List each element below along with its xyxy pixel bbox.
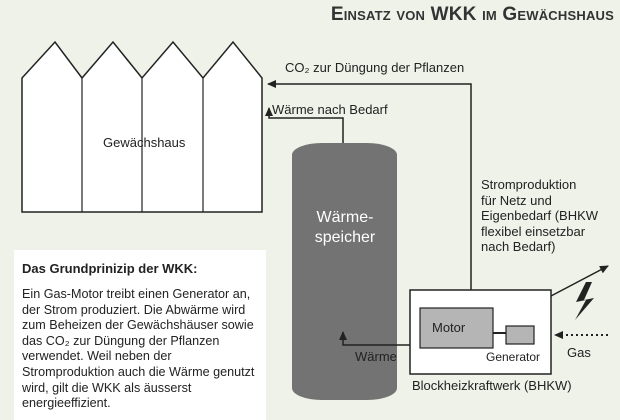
- greenhouse: [21, 40, 263, 213]
- info-text: Ein Gas-Motor treibt einen Generator an,…: [22, 287, 255, 411]
- motor-block: [419, 307, 494, 349]
- heat-arrow: [339, 331, 420, 346]
- generator-block: [505, 325, 535, 345]
- co2-label: CO₂ zur Düngung der Pflanzen: [285, 60, 465, 75]
- heat-demand-arrow: [265, 107, 344, 143]
- tank-label: Wärme- speicher: [314, 209, 376, 246]
- info-title: Das Grundprinizip der WKK:: [22, 261, 198, 276]
- info-box: Das Grundprinizip der WKK: Ein Gas-Motor…: [14, 250, 266, 420]
- diagram-title: Einsatz von WKK im Gewächshaus: [330, 4, 614, 25]
- power-line: Stromproduktion: [481, 177, 577, 192]
- chp-plant: [409, 289, 552, 375]
- gas-label: Gas: [567, 345, 591, 360]
- heat-demand-label: Wärme nach Bedarf: [272, 102, 388, 117]
- power-line: nach Bedarf): [481, 239, 556, 254]
- power-out-arrow: [550, 265, 609, 297]
- power-line: für Netz und: [481, 192, 552, 208]
- co2-arrow: [267, 80, 472, 290]
- heat-storage-tank: [292, 143, 397, 400]
- generator-label: Generator: [486, 350, 541, 364]
- lightning-icon: [575, 282, 594, 320]
- heat-label: Wärme: [355, 349, 397, 364]
- power-line: flexibel einsetzbar: [481, 223, 586, 239]
- chp-caption: Blockheizkraftwerk (BHKW): [412, 378, 572, 393]
- power-line: Eigenbedarf (BHKW: [481, 208, 599, 223]
- power-production-label: Stromproduktion für Netz und Eigenbedarf…: [481, 177, 598, 255]
- greenhouse-label: Gewächshaus: [103, 135, 186, 150]
- motor-label: Motor: [432, 320, 466, 335]
